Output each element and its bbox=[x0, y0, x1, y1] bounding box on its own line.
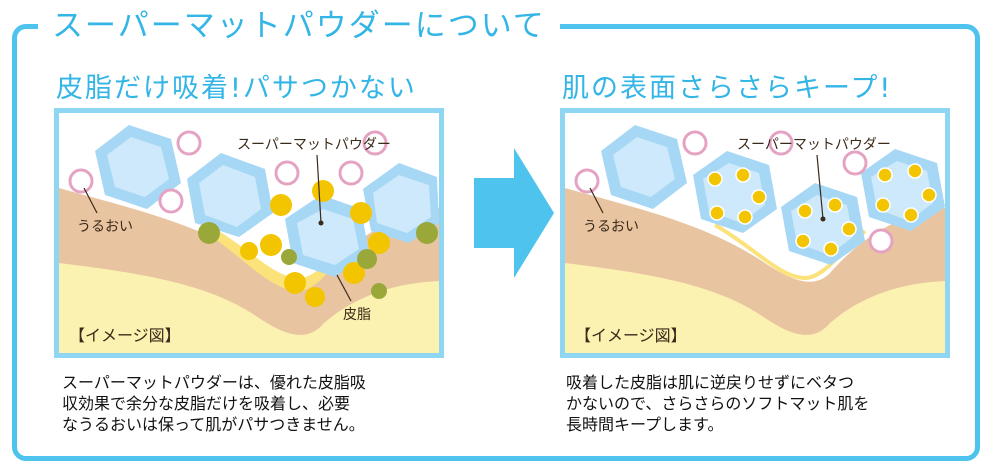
powder-hexagon-core bbox=[613, 137, 675, 197]
absorbed-sebum bbox=[707, 163, 937, 257]
powder-hexagon-center-core bbox=[297, 209, 359, 265]
powder-label: スーパーマットパウダー bbox=[737, 137, 891, 153]
image-tag: 【イメージ図】 bbox=[575, 326, 687, 345]
powder-pointer bbox=[816, 154, 824, 220]
powder-pointer-dot bbox=[820, 216, 826, 222]
right-arrow-icon bbox=[474, 148, 554, 278]
right-caption: 吸着した皮脂は肌に逆戻りせずにベタつ かないので、さらさらのソフトマット肌を 長… bbox=[566, 373, 870, 434]
right-heading: 肌の表面さらさらキープ! bbox=[562, 73, 893, 104]
powder-pointer-dot bbox=[318, 220, 324, 226]
powder-label: スーパーマットパウダー bbox=[237, 137, 391, 153]
moisture-rings bbox=[574, 130, 894, 254]
moisture-pointer bbox=[83, 187, 98, 214]
moisture-rings bbox=[68, 130, 388, 214]
left-heading: 皮脂だけ吸着!パサつかない bbox=[56, 73, 417, 104]
left-caption: スーパーマットパウダーは、優れた皮脂吸 収効果で余分な皮脂だけを吸着し、必要 な… bbox=[62, 373, 366, 434]
left-diagram: スーパーマットパウダー うるおい 皮脂 【イメージ図】 bbox=[59, 125, 439, 353]
moisture-label: うるおい bbox=[77, 219, 133, 235]
image-tag: 【イメージ図】 bbox=[69, 326, 181, 345]
skin-base-layer bbox=[59, 263, 439, 353]
sebum-label: 皮脂 bbox=[343, 307, 371, 323]
page-title: スーパーマットパウダーについて bbox=[52, 8, 546, 44]
sebum-pointer bbox=[336, 274, 352, 302]
powder-hexagon-core bbox=[107, 137, 169, 197]
sebum-droplets-dark bbox=[198, 222, 438, 299]
sebum-film bbox=[209, 225, 359, 291]
powder-hexagon-core bbox=[373, 175, 431, 233]
powder-pointer bbox=[316, 154, 322, 224]
left-diagram-panel: スーパーマットパウダー うるおい 皮脂 【イメージ図】 bbox=[54, 108, 444, 358]
moisture-pointer bbox=[589, 187, 604, 214]
skin-base-layer bbox=[565, 263, 945, 353]
title-backdrop: スーパーマットパウダーについて bbox=[38, 8, 560, 44]
right-diagram: スーパーマットパウダー うるおい 【イメージ図】 bbox=[565, 125, 945, 353]
powder-hexagon-core bbox=[199, 165, 261, 227]
right-diagram-panel: スーパーマットパウダー うるおい 【イメージ図】 bbox=[560, 108, 950, 358]
sebum-droplets bbox=[240, 180, 390, 307]
moisture-label: うるおい bbox=[583, 219, 639, 235]
